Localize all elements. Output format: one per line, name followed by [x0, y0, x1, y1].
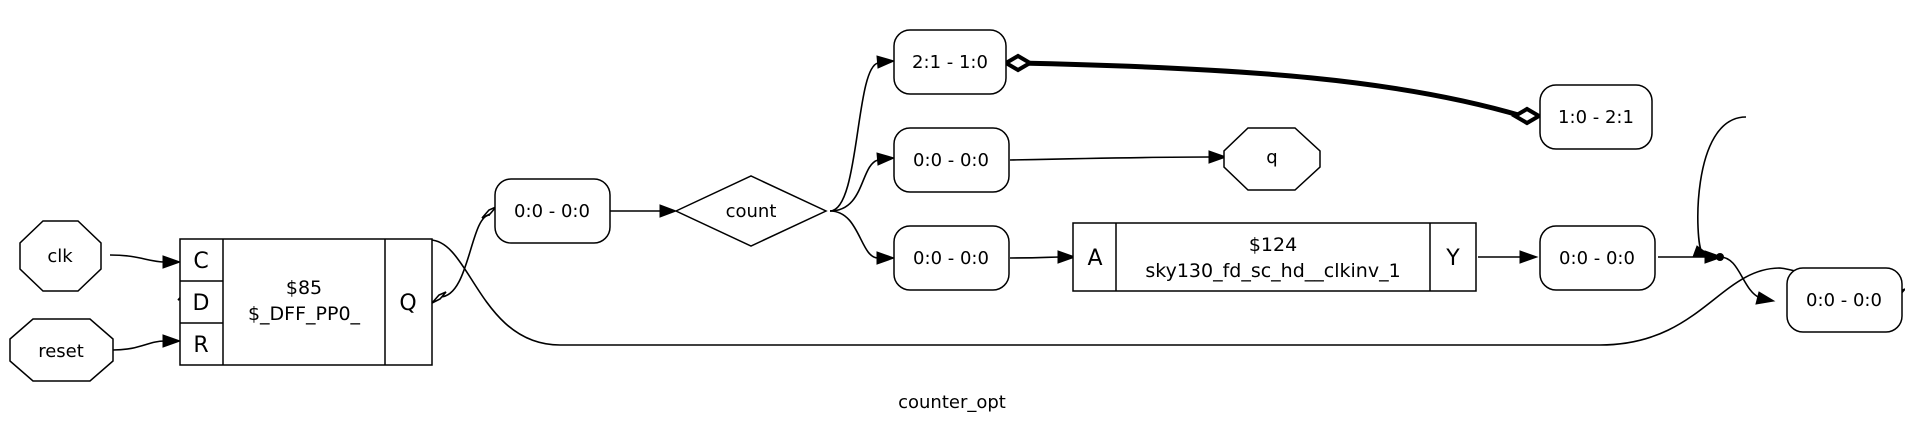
signal-count: count	[674, 175, 828, 247]
slice-count-inv: 0:0 - 0:0	[893, 225, 1010, 291]
arrowhead-final	[1755, 291, 1776, 305]
edge-invslice-to-a	[1009, 256, 1061, 259]
arrowhead-clk	[162, 255, 182, 269]
slice-concat-shape	[1539, 84, 1653, 150]
slice-inv-out: 0:0 - 0:0	[1539, 225, 1656, 291]
slice-dff-in-label: 0:0 - 0:0	[1806, 290, 1882, 311]
input-clk-label: clk	[47, 246, 73, 267]
dff-cell-id: $85	[286, 277, 322, 299]
arrowhead-q	[1208, 150, 1228, 164]
arrowhead-reset	[162, 334, 182, 348]
input-reset-label: reset	[38, 341, 84, 362]
input-reset: reset	[9, 318, 114, 382]
arrowhead-inv-out	[1519, 250, 1539, 264]
edge-junction-to-final	[1719, 256, 1761, 299]
edge-qslice-to-q	[1009, 156, 1211, 161]
inv-cell: A Y $124 sky130_fd_sc_hd__clkinv_1	[1072, 222, 1477, 292]
edge-clk-to-c	[109, 254, 166, 263]
arrowhead-a	[1057, 250, 1077, 264]
diamond-bus-head	[1511, 106, 1543, 126]
input-reset-shape	[9, 318, 114, 382]
slice-count-hi: 2:1 - 1:0	[893, 29, 1007, 95]
slice-concat-label: 1:0 - 2:1	[1558, 107, 1634, 128]
slice-q-out-label: 0:0 - 0:0	[913, 150, 989, 171]
slice-count-hi-label: 2:1 - 1:0	[912, 52, 988, 73]
dff-port-r: R	[193, 333, 208, 358]
diamond-bus-tail	[1002, 53, 1034, 73]
arrowhead-invslice	[876, 251, 896, 265]
output-q: q	[1223, 127, 1321, 191]
edge-count-to-hi	[829, 62, 879, 212]
slice-count-q-shape	[494, 178, 611, 244]
arrowhead-concat-junction	[1692, 245, 1714, 258]
inv-cell-type: sky130_fd_sc_hd__clkinv_1	[1145, 260, 1400, 282]
diamond-q-tail	[431, 291, 447, 304]
slice-concat: 1:0 - 2:1	[1539, 84, 1653, 150]
slice-q-out: 0:0 - 0:0	[893, 127, 1010, 193]
dff-cell-outer	[179, 238, 433, 366]
slice-count-q-label: 0:0 - 0:0	[514, 201, 590, 222]
slice-dff-in-shape	[1786, 267, 1903, 333]
dff-port-d: D	[193, 291, 210, 316]
input-clk: clk	[19, 220, 102, 292]
slice-inv-out-label: 0:0 - 0:0	[1559, 248, 1635, 269]
slice-count-hi-shape	[893, 29, 1007, 95]
output-q-label: q	[1266, 147, 1277, 168]
inv-cell-outer	[1072, 222, 1477, 292]
arrowhead-qslice	[876, 152, 896, 166]
dff-cell: C D R Q $85 $_DFF_PP0_	[179, 238, 433, 366]
signal-count-shape	[674, 175, 828, 247]
diagram-caption: counter_opt	[898, 392, 1006, 413]
edge-count-to-invslice	[829, 210, 879, 259]
dff-cell-type: $_DFF_PP0_	[248, 303, 361, 325]
output-q-shape	[1223, 127, 1321, 191]
edge-reset-to-r	[112, 340, 166, 351]
slice-inv-out-shape	[1539, 225, 1656, 291]
diamond-slice-head	[481, 206, 497, 219]
signal-count-label: count	[726, 201, 777, 222]
input-clk-shape	[19, 220, 102, 292]
inv-cell-id: $124	[1249, 234, 1297, 256]
edge-count-to-qslice	[829, 159, 879, 212]
slice-count-inv-label: 0:0 - 0:0	[913, 248, 989, 269]
inv-port-a: A	[1087, 246, 1102, 271]
dff-port-q: Q	[399, 291, 416, 316]
arrowhead-hi	[876, 55, 896, 69]
slice-count-q: 0:0 - 0:0	[494, 178, 611, 244]
edge-q-to-slice	[439, 214, 491, 298]
bus-hi-to-concat	[1017, 60, 1523, 119]
slice-q-out-shape	[893, 127, 1010, 193]
arrowhead-count	[659, 204, 678, 218]
inv-port-y: Y	[1445, 246, 1460, 271]
slice-count-inv-shape	[893, 225, 1010, 291]
edge-concat-to-junction	[1697, 116, 1747, 253]
dff-port-c: C	[193, 249, 208, 274]
slice-dff-in: 0:0 - 0:0	[1786, 267, 1903, 333]
